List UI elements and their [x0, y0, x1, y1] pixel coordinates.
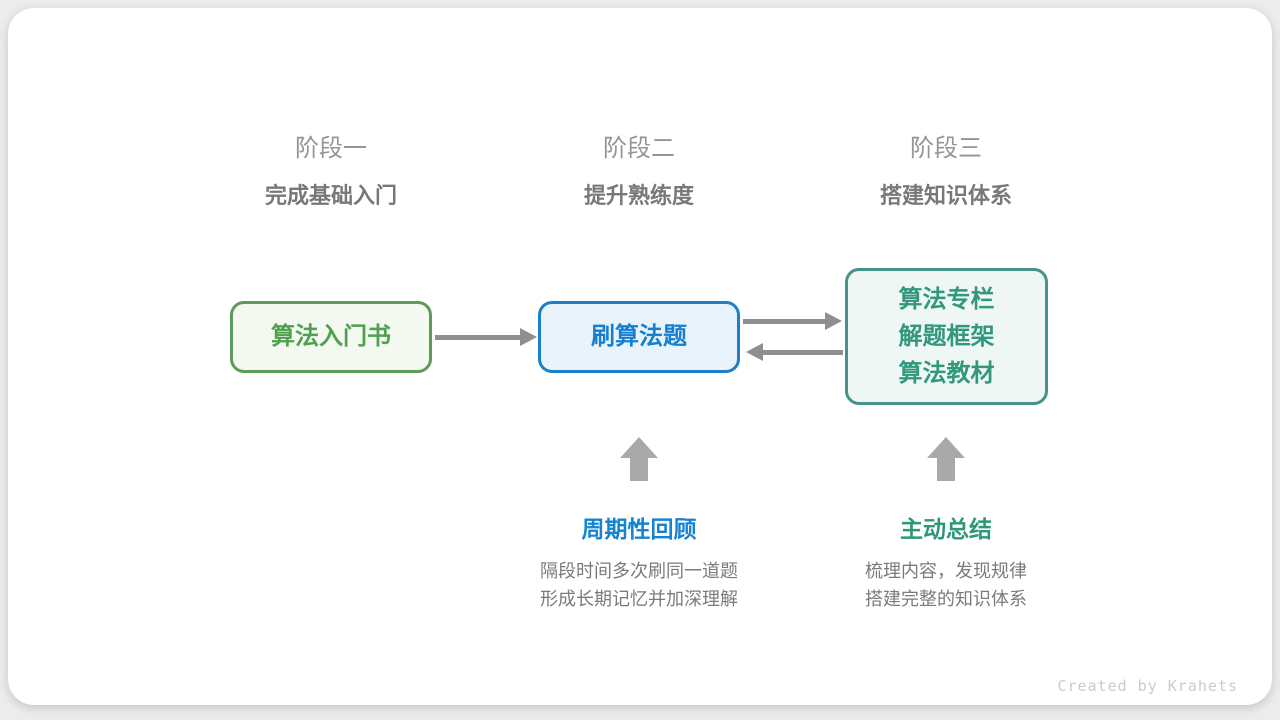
arrow-shaft	[762, 350, 843, 355]
annotation-line: 形成长期记忆并加深理解	[540, 589, 738, 609]
node-label: 算法教材	[898, 360, 995, 387]
node-label: 算法入门书	[271, 323, 391, 350]
up-arrow-icon	[609, 437, 669, 481]
up-arrow-stem	[937, 458, 955, 481]
stage-3-subtitle: 搭建知识体系	[879, 183, 1012, 208]
annotation-line: 梳理内容，发现规律	[865, 561, 1027, 581]
up-arrow-icon	[916, 437, 976, 481]
node-label: 算法专栏	[898, 286, 995, 313]
annotation-line: 搭建完整的知识体系	[865, 589, 1027, 609]
node-knowledge-resources: 算法专栏 解题框架 算法教材	[845, 268, 1048, 405]
up-arrow-head	[620, 437, 658, 458]
up-arrow-stem	[630, 458, 648, 481]
node-label: 解题框架	[898, 323, 995, 350]
annotation-periodic-review-title: 周期性回顾	[581, 516, 697, 542]
annotation-active-summary-body: 梳理内容，发现规律 搭建完整的知识体系	[786, 557, 1106, 613]
node-label: 刷算法题	[591, 323, 687, 350]
annotation-periodic-review-body: 隔段时间多次刷同一道题 形成长期记忆并加深理解	[479, 557, 799, 613]
annotation-active-summary-title: 主动总结	[900, 516, 992, 542]
annotation-line: 隔段时间多次刷同一道题	[540, 561, 738, 581]
stage-3-label: 阶段三	[910, 135, 982, 162]
arrow-head-right-icon	[520, 328, 537, 346]
stage-1-subtitle: 完成基础入门	[264, 183, 397, 208]
node-algorithm-intro-book: 算法入门书	[230, 301, 432, 373]
arrow-head-right-icon	[825, 312, 842, 330]
watermark-credit: Created by Krahets	[1057, 677, 1238, 695]
node-practice-problems: 刷算法题	[538, 301, 740, 373]
stage-1-label: 阶段一	[295, 135, 367, 162]
arrow-head-left-icon	[746, 343, 763, 361]
up-arrow-head	[927, 437, 965, 458]
stage-2-subtitle: 提升熟练度	[583, 183, 694, 208]
stage-2-label: 阶段二	[603, 135, 675, 162]
arrow-shaft	[743, 319, 826, 324]
arrow-shaft	[435, 335, 521, 340]
